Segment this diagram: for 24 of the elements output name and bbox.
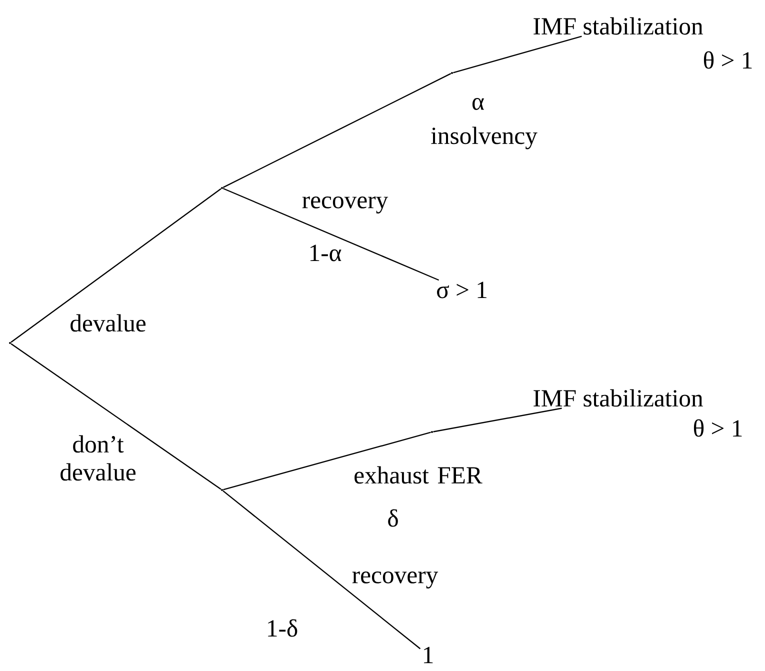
probability-label: insolvency bbox=[431, 126, 538, 150]
branch-line bbox=[453, 36, 582, 74]
edge-label: devalue bbox=[70, 314, 146, 332]
edge-label: recovery bbox=[352, 572, 438, 588]
probability-label: 1-α bbox=[310, 244, 342, 262]
edge-label: α bbox=[472, 98, 484, 110]
branch-line bbox=[223, 432, 431, 490]
edge-label: exhaust FER bbox=[354, 466, 482, 484]
payoff-label: θ > 1 bbox=[704, 51, 752, 69]
probability-label: 1-δ bbox=[268, 619, 298, 637]
branch-line bbox=[10, 188, 222, 343]
outcome-text: IMF stabilization bbox=[534, 17, 703, 35]
edge-label: don’t devalue bbox=[60, 435, 136, 481]
outcome-text: σ > 1 bbox=[437, 282, 486, 298]
outcome-text: 1 bbox=[424, 646, 433, 664]
branch-line bbox=[433, 408, 562, 432]
edge-label: recovery bbox=[302, 196, 388, 214]
branch-line bbox=[222, 490, 421, 650]
outcome-text: IMF stabilization bbox=[534, 389, 703, 407]
payoff-label: θ > 1 bbox=[694, 419, 742, 437]
probability-label: δ bbox=[388, 509, 398, 527]
branch-line bbox=[222, 73, 452, 188]
branch-line bbox=[222, 188, 440, 281]
branch-line bbox=[10, 343, 222, 490]
